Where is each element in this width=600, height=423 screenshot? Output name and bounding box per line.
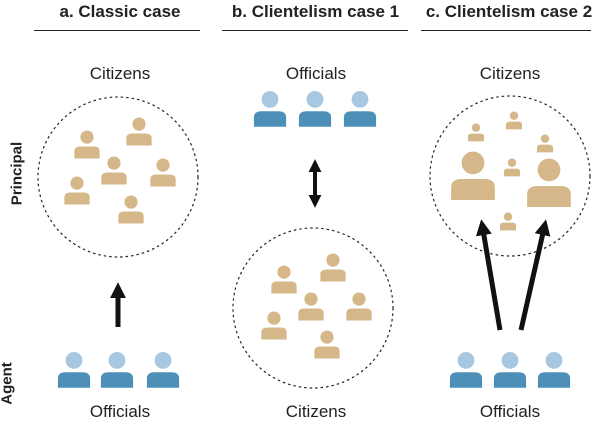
panel-c-top-label: Citizens xyxy=(479,64,541,83)
panel-c-bottom-label: Officials xyxy=(479,402,541,421)
official-icon xyxy=(298,91,332,127)
panel-c-title: c. Clientelism case 2 xyxy=(425,2,593,21)
citizen-icon xyxy=(320,253,346,282)
panel-a-top-label: Citizens xyxy=(89,64,151,83)
citizen-icon xyxy=(298,292,324,321)
citizen-icon xyxy=(126,117,152,146)
panel-a-title: a. Classic case xyxy=(59,2,181,21)
citizen-icon xyxy=(536,134,554,153)
citizen-icon xyxy=(271,265,297,294)
panel-b-bottom-label: Citizens xyxy=(285,402,347,421)
citizen-icon xyxy=(451,151,495,200)
official-icon xyxy=(493,352,527,388)
citizen-icon xyxy=(346,292,372,321)
panel-c-rule xyxy=(421,30,591,31)
official-icon xyxy=(57,352,91,388)
citizen-icon xyxy=(64,176,90,205)
official-icon xyxy=(253,91,287,127)
official-icon xyxy=(449,352,483,388)
citizen-icon xyxy=(261,311,287,340)
panel-a-citizens-circle xyxy=(37,96,199,258)
official-icon xyxy=(146,352,180,388)
citizen-icon xyxy=(101,156,127,185)
citizen-icon xyxy=(467,123,485,142)
panel-b-title: b. Clientelism case 1 xyxy=(231,2,400,21)
panel-c-arrow-left xyxy=(475,219,503,331)
official-icon xyxy=(537,352,571,388)
official-icon xyxy=(100,352,134,388)
citizen-icon xyxy=(314,330,340,359)
citizen-icon xyxy=(118,195,144,224)
citizen-icon xyxy=(499,212,517,231)
citizen-icon xyxy=(527,158,571,207)
citizen-icon xyxy=(150,158,176,187)
citizen-icon xyxy=(74,130,100,159)
panel-b-citizens-circle xyxy=(232,227,394,389)
panel-c-citizens-circle xyxy=(429,95,591,257)
panel-a-rule xyxy=(34,30,200,31)
citizen-icon xyxy=(505,111,523,130)
citizen-icon xyxy=(503,158,521,177)
panel-b-top-label: Officials xyxy=(285,64,347,83)
panel-a-bottom-label: Officials xyxy=(89,402,151,421)
panel-c-arrow-right xyxy=(518,219,551,331)
official-icon xyxy=(343,91,377,127)
panel-b-rule xyxy=(222,30,408,31)
